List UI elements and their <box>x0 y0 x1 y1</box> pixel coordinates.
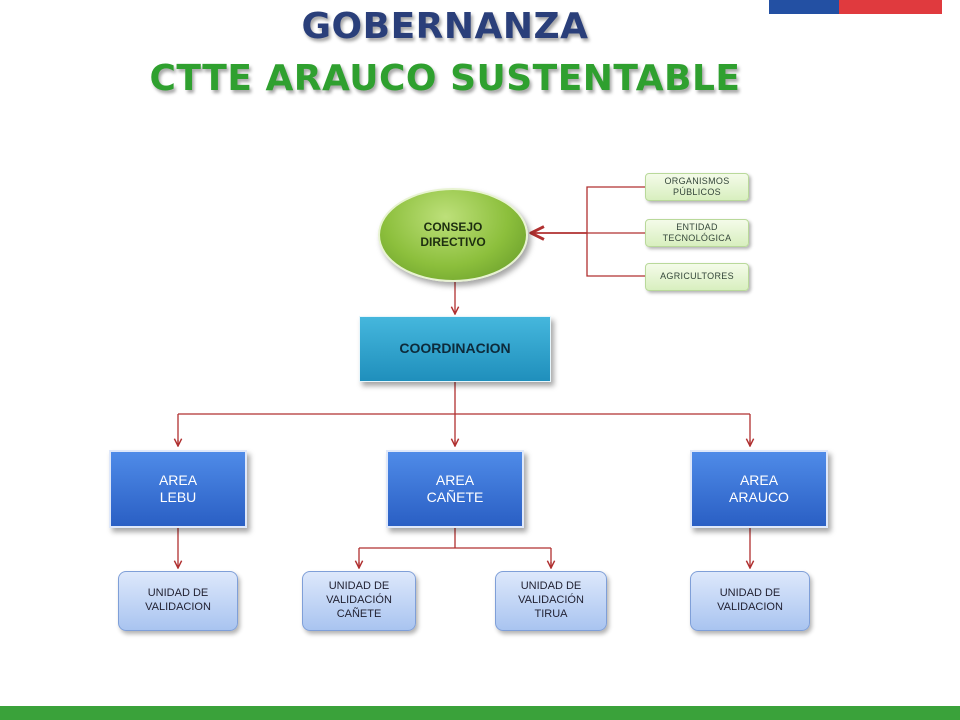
member-organismos-publicos: ORGANISMOS PÚBLICOS <box>645 173 749 201</box>
coordination-label: COORDINACION <box>399 340 511 357</box>
unit-line2: VALIDACIÓN <box>326 594 392 607</box>
member-line1: ENTIDAD <box>676 221 718 232</box>
page-subtitle: CTTE ARAUCO SUSTENTABLE <box>149 58 741 99</box>
member-line1: ORGANISMOS <box>664 175 730 186</box>
unit-line1: UNIDAD DE <box>520 580 582 593</box>
unit-line3: TIRUA <box>534 607 568 620</box>
flag-red-stripe <box>839 0 942 14</box>
unit-tirua-node: UNIDAD DE VALIDACIÓN TIRUA <box>495 571 607 631</box>
connector-coordination-areas <box>177 382 751 446</box>
unit-lebu-node: UNIDAD DE VALIDACION <box>118 571 238 631</box>
area-canete-node: AREA CAÑETE <box>386 450 524 528</box>
connector-organismos <box>586 186 645 277</box>
unit-line1: UNIDAD DE <box>719 587 781 600</box>
area-line1: AREA <box>435 471 475 488</box>
area-line2: LEBU <box>159 489 197 505</box>
member-line1: AGRICULTORES <box>660 271 734 282</box>
unit-line2: VALIDACIÓN <box>518 594 584 607</box>
page-title: GOBERNANZA <box>301 6 589 47</box>
unit-arauco-node: UNIDAD DE VALIDACION <box>690 571 810 631</box>
member-line2: TECNOLÓGICA <box>662 233 732 243</box>
connector-canete-units <box>358 528 552 568</box>
area-line1: AREA <box>739 471 779 488</box>
flag-blue-stripe <box>769 0 839 14</box>
area-line2: CAÑETE <box>426 489 484 505</box>
area-line2: ARAUCO <box>729 489 789 505</box>
unit-canete-node: UNIDAD DE VALIDACIÓN CAÑETE <box>302 571 416 631</box>
unit-line2: VALIDACION <box>145 601 211 613</box>
coordination-node: COORDINACION <box>359 316 551 382</box>
area-line1: AREA <box>158 471 198 488</box>
bottom-green-bar <box>0 706 960 720</box>
unit-line3: CAÑETE <box>336 607 382 620</box>
council-line2: DIRECTIVO <box>420 235 486 249</box>
unit-line2: VALIDACION <box>717 601 783 613</box>
unit-line1: UNIDAD DE <box>328 580 390 593</box>
council-node: CONSEJO DIRECTIVO <box>378 188 528 282</box>
unit-line1: UNIDAD DE <box>147 587 209 600</box>
member-entidad-tecnologica: ENTIDAD TECNOLÓGICA <box>645 219 749 247</box>
area-arauco-node: AREA ARAUCO <box>690 450 828 528</box>
member-line2: PÚBLICOS <box>673 187 721 197</box>
area-lebu-node: AREA LEBU <box>109 450 247 528</box>
member-agricultores: AGRICULTORES <box>645 263 749 291</box>
council-line1: CONSEJO <box>423 220 483 234</box>
